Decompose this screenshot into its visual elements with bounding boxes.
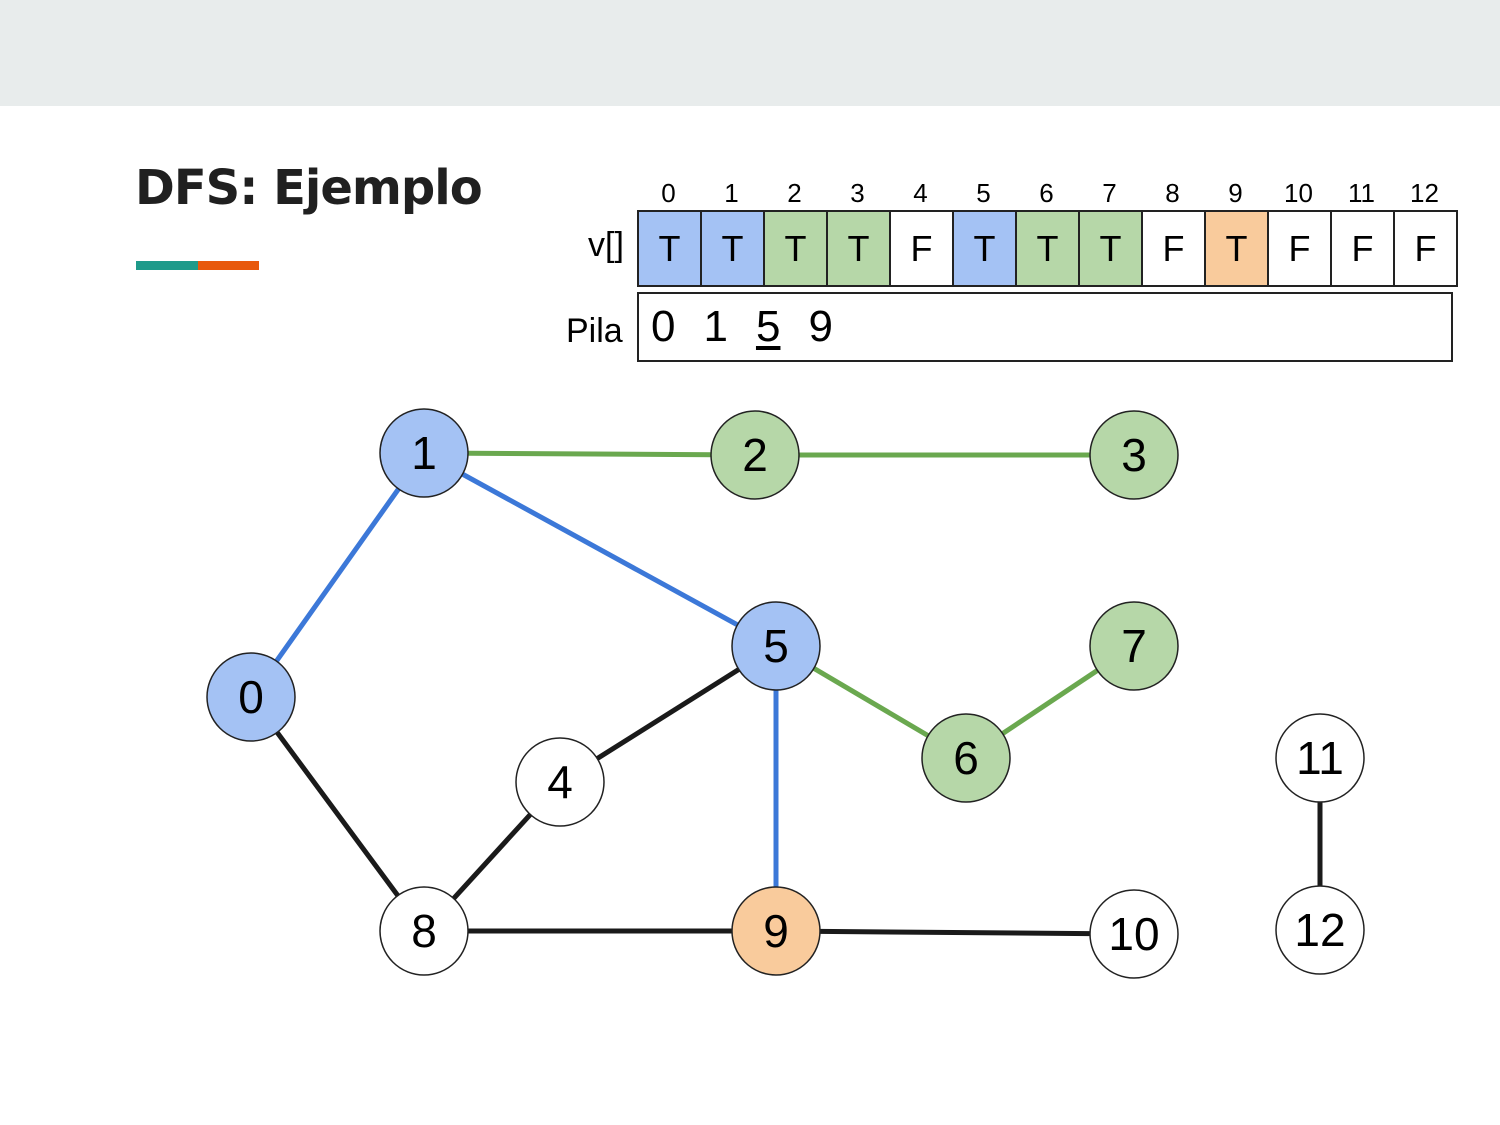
node-label-12: 12 (1294, 904, 1345, 956)
node-circle-8 (379, 886, 469, 976)
visited-index-3: 3 (850, 178, 865, 208)
node-circle-1 (379, 408, 469, 498)
graph-node-3: 3 (1089, 410, 1179, 500)
node-circle-10 (1089, 889, 1179, 979)
graph-node-1: 1 (379, 408, 469, 498)
edge-1-2 (423, 450, 756, 458)
visited-cell-2: T (765, 210, 828, 287)
graph-node-2: 2 (710, 410, 800, 500)
visited-index-10: 10 (1284, 178, 1313, 208)
graph-node-5: 5 (731, 601, 821, 691)
visited-index-0: 0 (661, 178, 676, 208)
visited-cell-11: F (1332, 210, 1395, 287)
graph-node-10: 10 (1089, 889, 1179, 979)
node-circle-12 (1275, 885, 1365, 975)
visited-cell-8: F (1143, 210, 1206, 287)
visited-index-7: 7 (1102, 178, 1117, 208)
graph-node-7: 7 (1089, 601, 1179, 691)
node-label-10: 10 (1108, 908, 1159, 960)
node-circle-6 (921, 713, 1011, 803)
visited-cell-4: F (891, 210, 954, 287)
node-label-7: 7 (1121, 620, 1147, 672)
edge-0-8 (248, 695, 427, 933)
visited-cell-7: T (1080, 210, 1143, 287)
page-title: DFS: Ejemplo (135, 160, 483, 216)
edge-1-5 (422, 450, 778, 649)
node-circle-7 (1089, 601, 1179, 691)
graph-node-6: 6 (921, 713, 1011, 803)
visited-cell-0: T (639, 210, 702, 287)
visited-index-5: 5 (976, 178, 991, 208)
node-label-2: 2 (742, 429, 768, 481)
stack-item-9: 9 (808, 302, 833, 351)
stack-item-0: 0 (651, 302, 676, 351)
node-label-0: 0 (238, 671, 264, 723)
title-accent-orange (198, 261, 259, 270)
node-label-3: 3 (1121, 429, 1147, 481)
visited-index-1: 1 (724, 178, 739, 208)
visited-cell-10: F (1269, 210, 1332, 287)
node-circle-3 (1089, 410, 1179, 500)
node-label-4: 4 (547, 756, 573, 808)
visited-cell-3: T (828, 210, 891, 287)
visited-index-12: 12 (1410, 178, 1439, 208)
title-accent-teal (136, 261, 198, 270)
edge-1-0 (248, 451, 427, 699)
node-circle-9 (731, 886, 821, 976)
node-circle-11 (1275, 713, 1365, 803)
node-circle-4 (515, 737, 605, 827)
top-banner (0, 0, 1500, 106)
graph-node-9: 9 (731, 886, 821, 976)
visited-cell-12: F (1395, 210, 1458, 287)
edge-9-10 (775, 928, 1135, 937)
visited-cell-5: T (954, 210, 1017, 287)
node-circle-2 (710, 410, 800, 500)
node-label-1: 1 (411, 427, 437, 479)
stack-item-1: 1 (703, 302, 728, 351)
graph-node-4: 4 (515, 737, 605, 827)
node-label-5: 5 (763, 620, 789, 672)
node-label-9: 9 (763, 905, 789, 957)
visited-index-8: 8 (1165, 178, 1180, 208)
visited-index-2: 2 (787, 178, 802, 208)
visited-index-6: 6 (1039, 178, 1054, 208)
graph-node-12: 12 (1275, 885, 1365, 975)
node-circle-0 (206, 652, 296, 742)
node-circle-5 (731, 601, 821, 691)
stack-label: Pila (566, 312, 623, 350)
node-label-11: 11 (1296, 732, 1344, 784)
visited-index-11: 11 (1348, 178, 1375, 208)
graph-node-11: 11 (1275, 713, 1365, 803)
visited-cell-9: T (1206, 210, 1269, 287)
stack-item-5: 5 (755, 302, 781, 351)
visited-cell-6: T (1017, 210, 1080, 287)
graph-node-0: 0 (206, 652, 296, 742)
node-label-8: 8 (411, 905, 437, 957)
visited-index-4: 4 (913, 178, 928, 208)
visited-index-9: 9 (1228, 178, 1243, 208)
visited-array-label: v[] (588, 226, 624, 264)
node-label-6: 6 (953, 732, 979, 784)
visited-cell-1: T (702, 210, 765, 287)
graph-node-8: 8 (379, 886, 469, 976)
